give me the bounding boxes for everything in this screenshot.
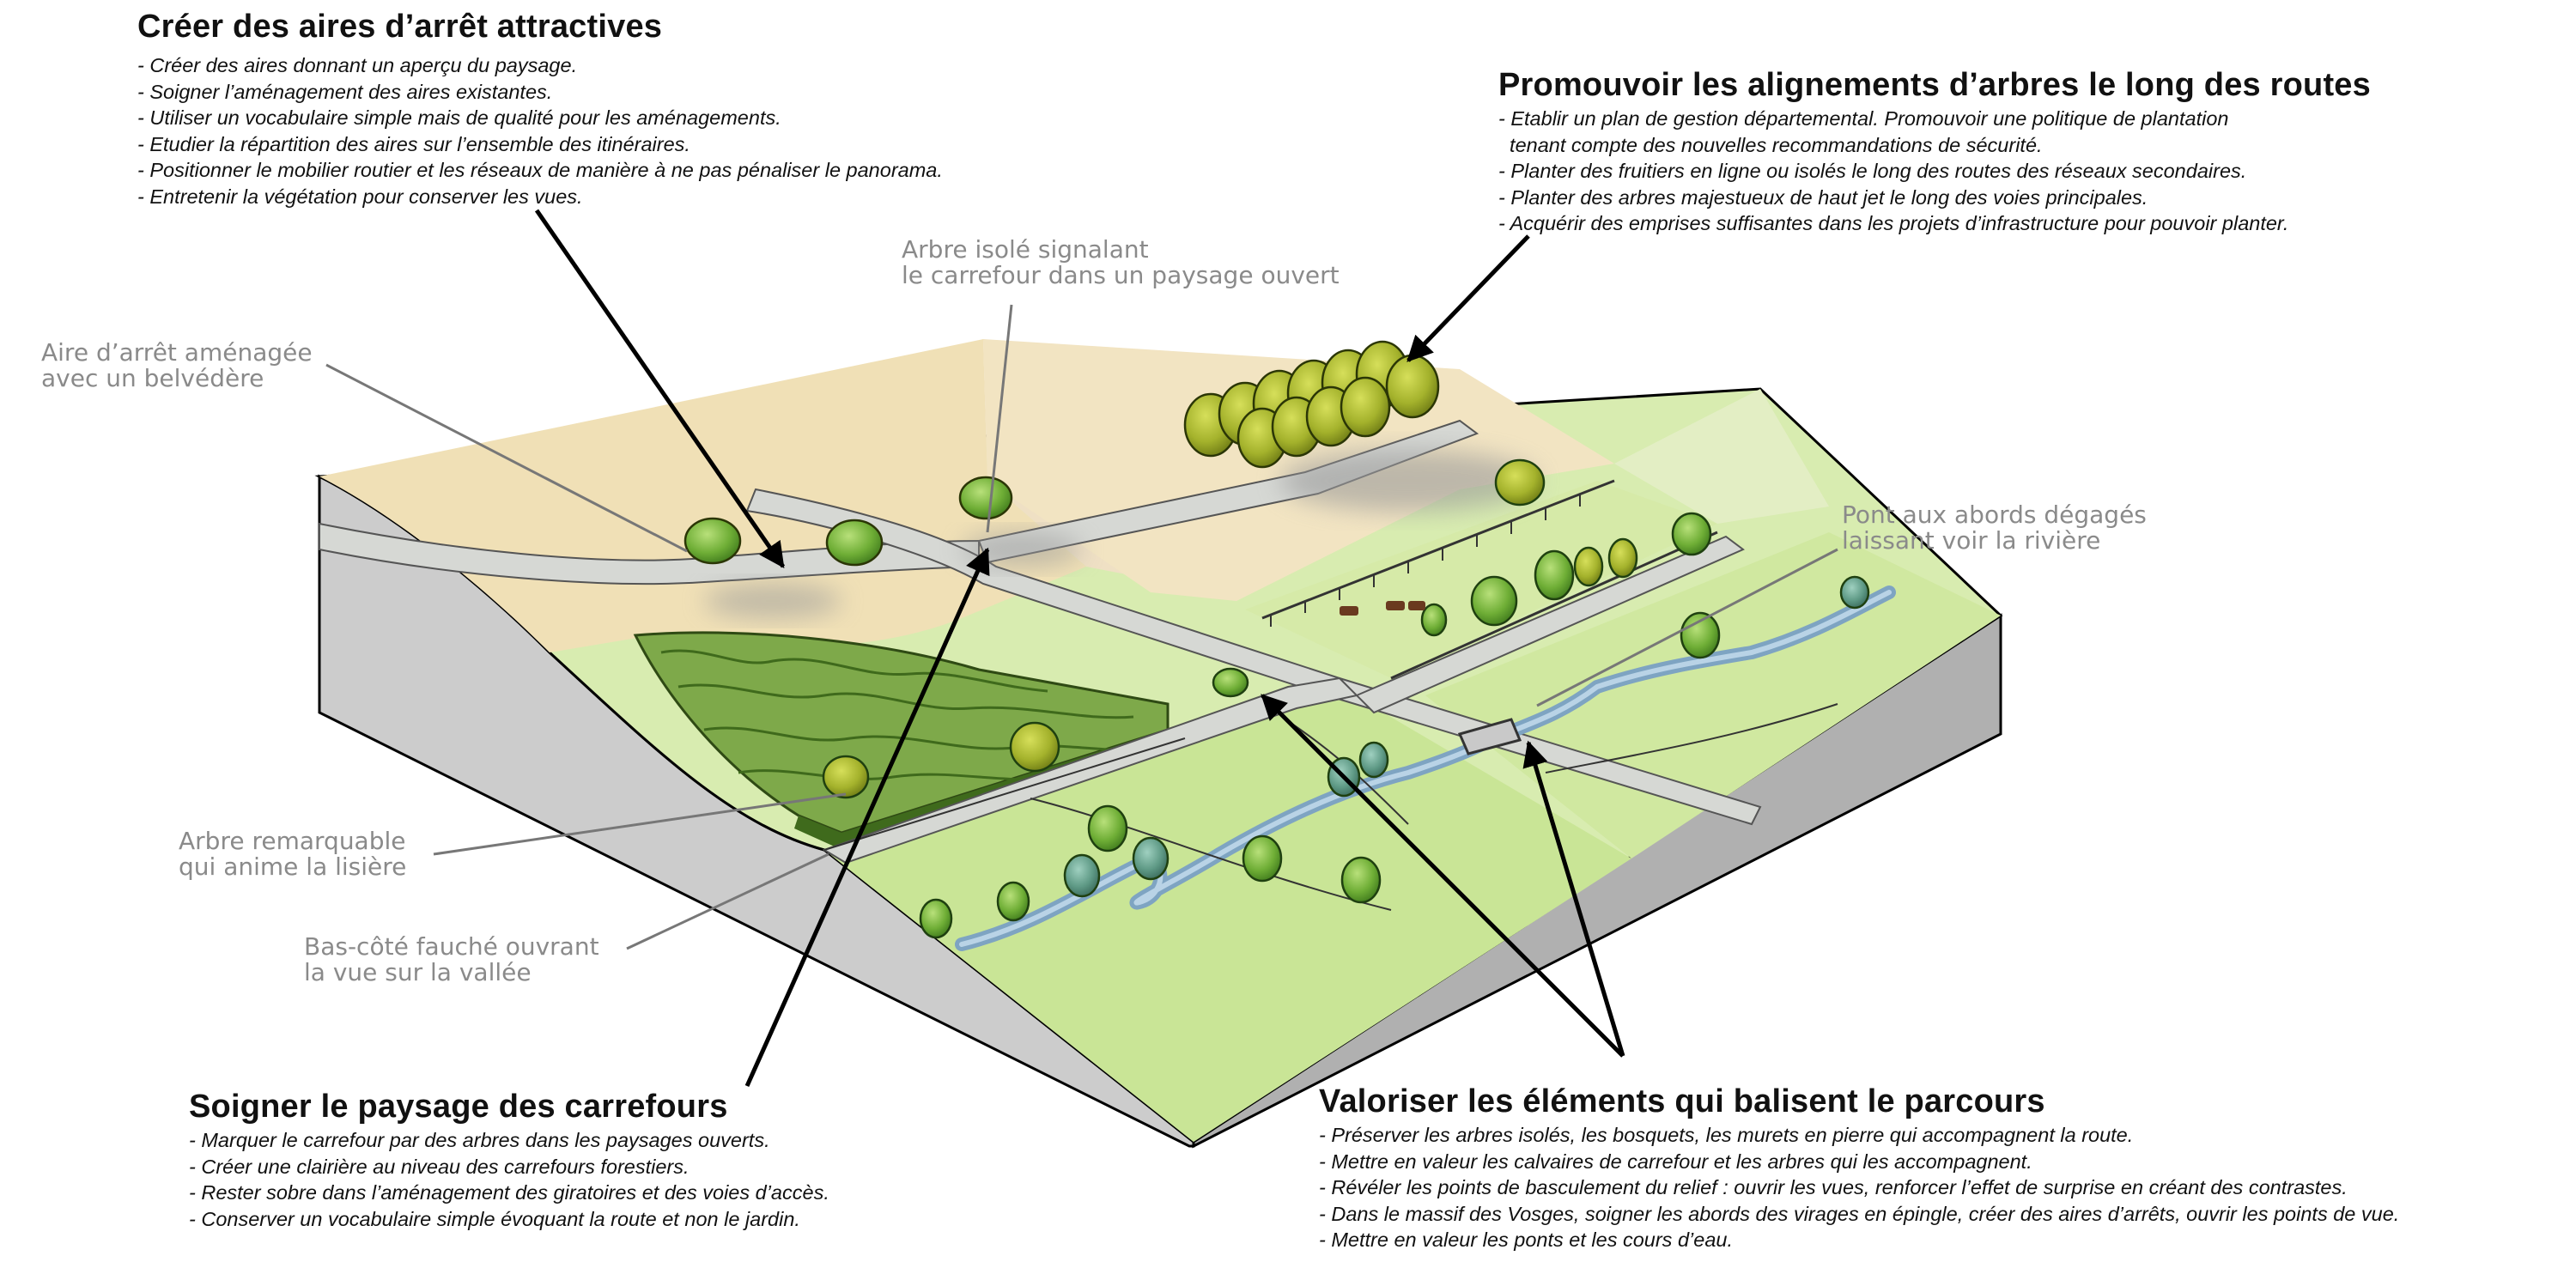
forest-texture xyxy=(660,649,1151,781)
trees-belvedere xyxy=(683,476,1013,567)
block-alignements-item: - Planter des fruitiers en ligne ou isol… xyxy=(1498,160,2247,182)
block-valoriser-item: - Préserver les arbres isolés, les bosqu… xyxy=(1319,1124,2134,1146)
block-carrefours-item: - Conserver un vocabulaire simple évoqua… xyxy=(189,1207,800,1230)
block-alignements-item: - Etablir un plan de gestion département… xyxy=(1498,107,2229,130)
fence-posts xyxy=(1270,494,1581,627)
field-right-strip xyxy=(1614,389,1829,524)
block-valoriser-title: Valoriser les éléments qui balisent le p… xyxy=(1319,1083,2045,1119)
block-carrefours: Soigner le paysage des carrefours - Marq… xyxy=(189,1089,829,1232)
block-alignements-item: - Acquérir des emprises suffisantes dans… xyxy=(1498,212,2289,234)
block-valoriser: Valoriser les éléments qui balisent le p… xyxy=(1319,1083,2399,1253)
block-aires-arret-item: - Etudier la répartition des aires sur l… xyxy=(137,132,690,155)
tree-row-shadow xyxy=(1279,450,1537,512)
block-carrefours-item: - Marquer le carrefour par des arbres da… xyxy=(189,1129,770,1151)
block-aires-arret-title: Créer des aires d’arrêt attractives xyxy=(137,9,663,45)
label-leader-lines xyxy=(325,304,1838,950)
label-bas-cote: Bas-côté fauché ouvrant la vue sur la va… xyxy=(304,932,599,986)
label-aire-arret: Aire d’arrêt aménagée avec un belvédère xyxy=(41,338,313,392)
label-arbre-isole: Arbre isolé signalant le carrefour dans … xyxy=(902,235,1340,289)
block-aires-arret: Créer des aires d’arrêt attractives - Cr… xyxy=(137,9,943,209)
block-valoriser-item: - Dans le massif des Vosges, soigner les… xyxy=(1319,1202,2400,1225)
block-alignements-title: Promouvoir les alignements d’arbres le l… xyxy=(1498,67,2371,103)
label-pont: Pont aux abords dégagés laissant voir la… xyxy=(1842,501,2147,555)
bridge xyxy=(1457,718,1522,755)
label-arbre-remarquable: Arbre remarquable qui anime la lisière xyxy=(179,827,407,881)
block-alignements-item: tenant compte des nouvelles recommandati… xyxy=(1498,133,2043,156)
callout-arrows xyxy=(534,209,1625,1088)
block-alignements: Promouvoir les alignements d’arbres le l… xyxy=(1498,67,2371,237)
block-valoriser-item: - Mettre en valeur les ponts et les cour… xyxy=(1319,1229,1733,1251)
block-valoriser-item: - Révéler les points de basculement du r… xyxy=(1319,1176,2348,1198)
block-aires-arret-item: - Positionner le mobilier routier et les… xyxy=(137,159,943,181)
block-valoriser-item: - Mettre en valeur les calvaires de carr… xyxy=(1319,1150,2032,1173)
block-carrefours-title: Soigner le paysage des carrefours xyxy=(189,1089,728,1125)
cows xyxy=(1340,601,1425,616)
forest-block xyxy=(633,631,1170,834)
block-alignements-item: - Planter des arbres majestueux de haut … xyxy=(1498,185,2148,209)
block-aires-arret-item: - Créer des aires donnant un aperçu du p… xyxy=(137,54,578,76)
fence-line xyxy=(1261,479,1718,680)
tree-alignment-row xyxy=(1183,340,1440,469)
forest-edge xyxy=(794,730,1168,852)
block-aires-arret-item: - Soigner l’aménagement des aires exista… xyxy=(137,80,553,103)
block-carrefours-item: - Créer une clairière au niveau des carr… xyxy=(189,1155,690,1178)
crossroad-tree-shadow xyxy=(962,532,1082,567)
block-aires-arret-item: - Utiliser un vocabulaire simple mais de… xyxy=(137,106,781,129)
block-carrefours-item: - Rester sobre dans l’aménagement des gi… xyxy=(189,1181,829,1204)
meadow-fenced xyxy=(1245,481,1717,678)
road-lower-right xyxy=(1355,535,1745,714)
block-aires-arret-item: - Entretenir la végétation pour conserve… xyxy=(137,185,583,208)
trees-shadow-left xyxy=(704,584,841,618)
